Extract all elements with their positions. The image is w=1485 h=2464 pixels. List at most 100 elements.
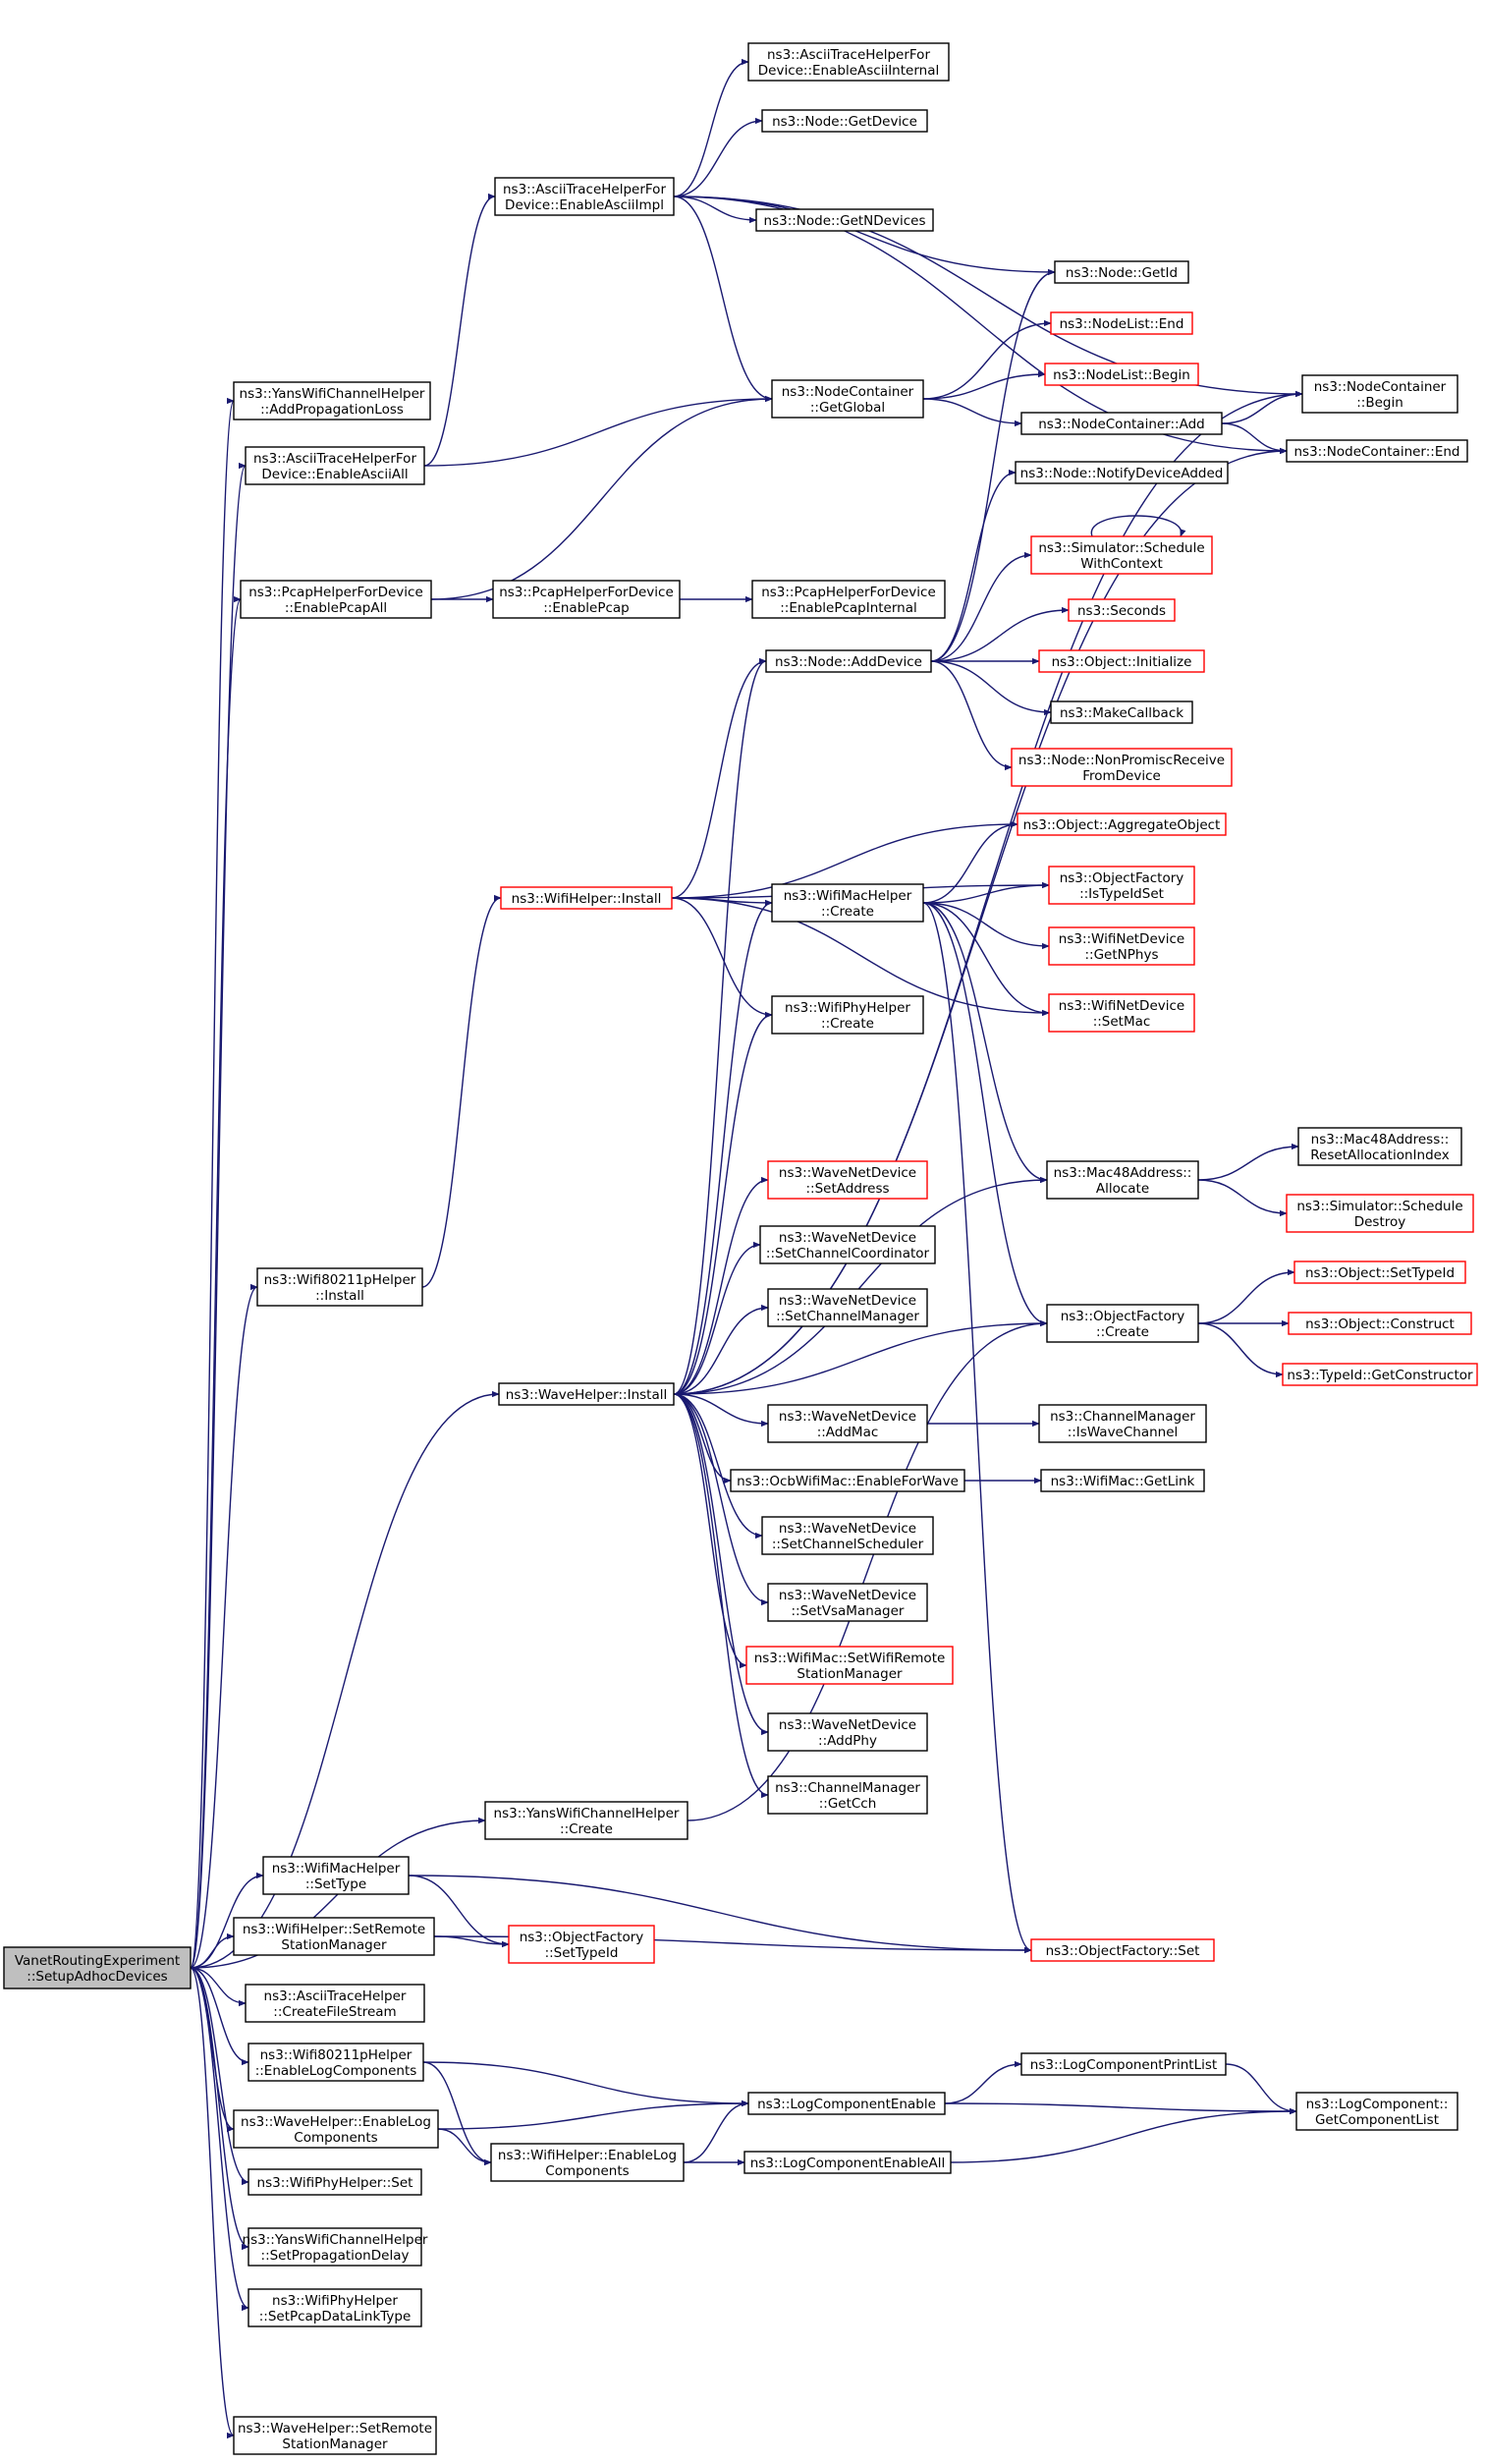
node-logcomp-enableall[interactable]: ns3::LogComponentEnableAll	[743, 2151, 952, 2174]
node-logcomp-getlist[interactable]: ns3::LogComponent::GetComponentList	[1295, 2092, 1458, 2131]
node-wifidev-setmac[interactable]: ns3::WifiNetDevice::SetMac	[1048, 993, 1195, 1033]
node-object-settypeid[interactable]: ns3::Object::SetTypeId	[1293, 1260, 1466, 1284]
node-objfactory-settypeid[interactable]: ns3::ObjectFactory::SetTypeId	[508, 1925, 655, 1964]
node-seconds[interactable]: ns3::Seconds	[1068, 598, 1176, 622]
node-ascii-enableinternal[interactable]: ns3::AsciiTraceHelperForDevice::EnableAs…	[747, 42, 950, 82]
node-chanmgr-iswave[interactable]: ns3::ChannelManager::IsWaveChannel	[1038, 1404, 1207, 1443]
node-box	[492, 580, 681, 619]
node-node-getid[interactable]: ns3::Node::GetId	[1054, 260, 1189, 284]
call-edge	[922, 881, 1050, 904]
node-mac48-reset[interactable]: ns3::Mac48Address::ResetAllocationIndex	[1297, 1127, 1462, 1166]
node-nodelist-end[interactable]: ns3::NodeList::End	[1050, 311, 1193, 335]
node-wavedev-setvsa[interactable]: ns3::WaveNetDevice::SetVsaManager	[767, 1583, 928, 1622]
call-edge	[1221, 390, 1303, 424]
node-label: ns3::WifiPhyHelper	[272, 2293, 398, 2309]
node-box	[1050, 700, 1193, 724]
node-box	[233, 2109, 439, 2149]
node-yanschan-setprop[interactable]: ns3::YansWifiChannelHelper::SetPropagati…	[243, 2227, 428, 2267]
node-mac48-allocate[interactable]: ns3::Mac48Address::Allocate	[1046, 1160, 1199, 1200]
node-wifiphy-setpcap[interactable]: ns3::WifiPhyHelper::SetPcapDataLinkType	[248, 2288, 422, 2327]
node-label: ns3::AsciiTraceHelperFor	[503, 182, 666, 197]
node-root[interactable]: VanetRoutingExperiment::SetupAdhocDevice…	[3, 1946, 192, 1989]
node-wavedev-setchanmgr[interactable]: ns3::WaveNetDevice::SetChannelManager	[767, 1288, 928, 1327]
node-yanschan-create[interactable]: ns3::YansWifiChannelHelper::Create	[484, 1801, 688, 1840]
node-ocb-enableforwave[interactable]: ns3::OcbWifiMac::EnableForWave	[730, 1469, 965, 1492]
node-wifihelper-enablelog[interactable]: ns3::WifiHelper::EnableLogComponents	[490, 2143, 685, 2182]
node-wifimac-setremote[interactable]: ns3::WifiMac::SetWifiRemoteStationManage…	[745, 1646, 954, 1685]
node-wifiphy-set[interactable]: ns3::WifiPhyHelper::Set	[248, 2168, 422, 2196]
node-wavedev-setchansched[interactable]: ns3::WaveNetDevice::SetChannelScheduler	[761, 1516, 934, 1555]
node-label: ns3::Simulator::Schedule	[1038, 540, 1204, 556]
node-object-aggregate[interactable]: ns3::Object::AggregateObject	[1017, 812, 1227, 836]
node-label: ns3::Node::NotifyDeviceAdded	[1020, 466, 1224, 481]
node-wifiphy-create[interactable]: ns3::WifiPhyHelper::Create	[771, 995, 924, 1035]
node-wifihelper-install[interactable]: ns3::WifiHelper::Install	[500, 886, 673, 910]
node-nodecont-add[interactable]: ns3::NodeContainer::Add	[1020, 412, 1223, 435]
node-ascii-createfile[interactable]: ns3::AsciiTraceHelper::CreateFileStream	[245, 1984, 425, 2023]
node-label: ns3::PcapHelperForDevice	[499, 585, 674, 600]
node-label: Device::EnableAsciiInternal	[758, 63, 939, 79]
node-yanschan-addprop[interactable]: ns3::YansWifiChannelHelper::AddPropagati…	[233, 381, 431, 420]
node-nodelist-begin[interactable]: ns3::NodeList::Begin	[1044, 363, 1199, 386]
node-objfactory-istypeidset[interactable]: ns3::ObjectFactory::IsTypeIdSet	[1048, 866, 1195, 905]
node-box	[508, 1925, 655, 1964]
call-edge	[1090, 515, 1186, 537]
node-box	[490, 2143, 685, 2182]
node-objfactory-create[interactable]: ns3::ObjectFactory::Create	[1046, 1304, 1199, 1343]
node-makecallback[interactable]: ns3::MakeCallback	[1050, 700, 1193, 724]
node-wifi80211p-install[interactable]: ns3::Wifi80211pHelper::Install	[256, 1267, 423, 1307]
call-edge	[922, 902, 1050, 1017]
node-pcap-enableinternal[interactable]: ns3::PcapHelperForDevice::EnablePcapInte…	[751, 580, 946, 619]
node-wave-enablelog[interactable]: ns3::WaveHelper::EnableLogComponents	[233, 2109, 439, 2149]
node-logcomp-enable[interactable]: ns3::LogComponentEnable	[747, 2092, 946, 2115]
node-object-initialize[interactable]: ns3::Object::Initialize	[1038, 649, 1205, 673]
node-wavedev-setchancoord[interactable]: ns3::WaveNetDevice::SetChannelCoordinato…	[759, 1225, 936, 1264]
node-label: ns3::YansWifiChannelHelper	[240, 386, 425, 402]
node-wifimac-settype[interactable]: ns3::WifiMacHelper::SetType	[262, 1856, 410, 1895]
node-pcap-enableall[interactable]: ns3::PcapHelperForDevice::EnablePcapAll	[240, 580, 432, 619]
node-label: ::GetNPhys	[1085, 947, 1159, 963]
node-ascii-enableall[interactable]: ns3::AsciiTraceHelperForDevice::EnableAs…	[245, 446, 425, 485]
node-wifimac-create[interactable]: ns3::WifiMacHelper::Create	[771, 883, 924, 923]
node-nodecont-end[interactable]: ns3::NodeContainer::End	[1286, 439, 1468, 463]
call-edge	[922, 820, 1018, 904]
node-chanmgr-getcch[interactable]: ns3::ChannelManager::GetCch	[767, 1775, 928, 1815]
node-wavedev-addphy[interactable]: ns3::WaveNetDevice::AddPhy	[767, 1712, 928, 1752]
node-wifi80211p-enablelog[interactable]: ns3::Wifi80211pHelper::EnableLogComponen…	[248, 2043, 424, 2082]
node-label: StationManager	[281, 1937, 387, 1953]
call-edge	[673, 657, 767, 1395]
call-edges	[190, 58, 1303, 2439]
node-objfactory-set[interactable]: ns3::ObjectFactory::Set	[1030, 1938, 1215, 1962]
node-node-getndevices[interactable]: ns3::Node::GetNDevices	[755, 208, 934, 232]
node-box	[1050, 311, 1193, 335]
node-node-notify[interactable]: ns3::Node::NotifyDeviceAdded	[1015, 461, 1229, 484]
node-node-adddevice[interactable]: ns3::Node::AddDevice	[765, 649, 932, 673]
call-edge	[190, 1967, 249, 2312]
node-wifidev-getnphys[interactable]: ns3::WifiNetDevice::GetNPhys	[1048, 926, 1195, 966]
node-object-construct[interactable]: ns3::Object::Construct	[1288, 1312, 1472, 1335]
node-label: ns3::WaveNetDevice	[779, 1293, 916, 1309]
node-label: ns3::WifiHelper::EnableLog	[498, 2148, 677, 2163]
node-typeid-getconstructor[interactable]: ns3::TypeId::GetConstructor	[1282, 1363, 1478, 1386]
node-logcomp-printlist[interactable]: ns3::LogComponentPrintList	[1020, 2052, 1227, 2076]
node-label: ns3::ObjectFactory	[520, 1930, 644, 1945]
call-edge	[1197, 1179, 1288, 1217]
node-label: ns3::LogComponentPrintList	[1030, 2057, 1217, 2073]
node-wifimac-getlink[interactable]: ns3::WifiMac::GetLink	[1040, 1469, 1205, 1492]
node-label: ns3::AsciiTraceHelperFor	[253, 451, 416, 467]
node-pcap-enablepcap[interactable]: ns3::PcapHelperForDevice::EnablePcap	[492, 580, 681, 619]
node-node-getdevice[interactable]: ns3::Node::GetDevice	[761, 109, 928, 133]
call-edge	[922, 902, 1048, 1184]
node-wave-install[interactable]: ns3::WaveHelper::Install	[498, 1382, 675, 1406]
node-label: ns3::WifiPhyHelper::Set	[257, 2175, 413, 2191]
node-wavedev-addmac[interactable]: ns3::WaveNetDevice::AddMac	[767, 1404, 928, 1443]
node-ascii-enableimpl[interactable]: ns3::AsciiTraceHelperForDevice::EnableAs…	[494, 177, 675, 216]
node-nodecont-begin[interactable]: ns3::NodeContainer::Begin	[1301, 374, 1458, 414]
node-wavedev-setaddress[interactable]: ns3::WaveNetDevice::SetAddress	[767, 1160, 928, 1200]
node-nodecont-getglobal[interactable]: ns3::NodeContainer::GetGlobal	[771, 379, 924, 419]
